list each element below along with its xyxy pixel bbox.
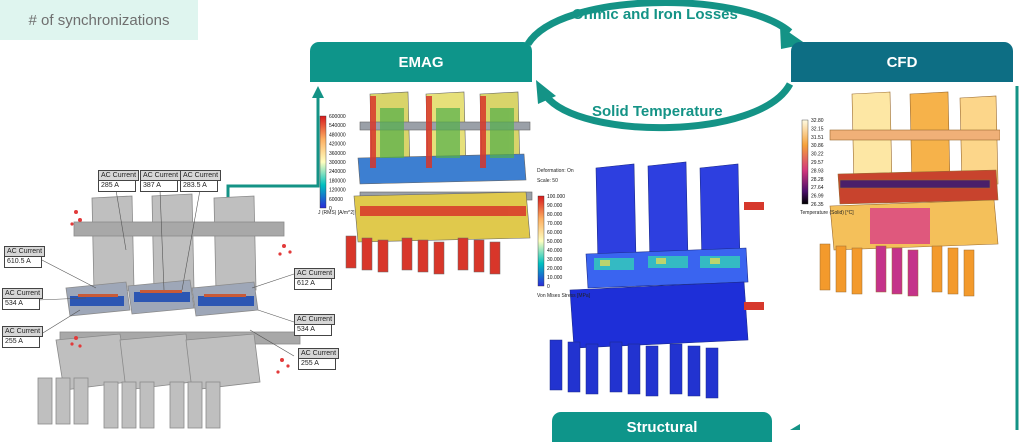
cfd-legend-unit: Temperature (Solid) [°C]: [800, 210, 854, 216]
stress-color-legend: 100.000 90.000 80.000 70.000 60.000 50.000 40.…: [537, 194, 565, 290]
cfd-legend-tick: 32.15: [811, 126, 824, 132]
ac-current-title: AC Current: [2, 288, 44, 299]
solid-temperature-label: Solid Temperature: [592, 103, 723, 120]
ac-current-title: AC Current: [98, 170, 140, 181]
ac-current-value: 612 A: [294, 279, 332, 290]
emag-label: EMAG: [398, 53, 444, 71]
ac-current-title: AC Current: [294, 268, 336, 279]
ac-current-value: 283.5 A: [180, 181, 218, 192]
ac-current-value: 534 A: [2, 299, 40, 310]
cfd-color-legend: 32.80 32.15 31.51 30.86 30.22 29.57 28.93 28.28…: [801, 118, 824, 208]
emag-legend-tick: 600000: [329, 114, 346, 120]
ac-current-title: AC Current: [140, 170, 182, 181]
stress-legend-tick: 50.000: [547, 239, 563, 245]
cfd-stage-box: CFD: [791, 42, 1013, 82]
ac-current-title: AC Current: [180, 170, 222, 181]
backward-loop-arrow: [543, 82, 794, 132]
sync-label: # of synchronizations: [28, 11, 170, 29]
stress-legend-tick: 70.000: [547, 221, 563, 227]
deformation-label: Deformation: On: [537, 168, 574, 174]
stress-legend-tick: 0: [547, 284, 550, 290]
structural-stage-box: Structural: [552, 412, 772, 442]
stress-legend-tick: 40.000: [547, 248, 563, 254]
ac-current-value: 255 A: [298, 359, 336, 370]
backward-arrowhead: [536, 80, 556, 104]
cfd-legend-tick: 26.99: [811, 194, 824, 200]
cfd-legend-tick: 26.35: [811, 202, 824, 208]
cfd-legend-tick: 27.64: [811, 185, 824, 191]
emag-legend-tick: 420000: [329, 142, 346, 148]
emag-legend-tick: 540000: [329, 123, 346, 129]
cfd-legend-tick: 30.86: [811, 143, 824, 149]
to-structural-arrowhead: [790, 424, 800, 430]
cfd-legend-tick: 28.28: [811, 177, 824, 183]
scale-label: Scale: 50: [537, 178, 558, 184]
cfd-legend-tick: 29.57: [811, 160, 824, 166]
ac-current-value: 387 A: [140, 181, 178, 192]
emag-legend-tick: 180000: [329, 178, 346, 184]
emag-color-legend: 6000005400004800004200003600003000002400…: [319, 114, 346, 212]
ac-current-value: 534 A: [294, 325, 332, 336]
cfd-legend-tick: 28.93: [811, 168, 824, 174]
emag-legend-tick: 120000: [329, 188, 346, 194]
ac-current-value: 610.5 A: [4, 257, 42, 268]
emag-legend-tick: 240000: [329, 169, 346, 175]
stress-legend-tick: 90.000: [547, 203, 563, 209]
cfd-legend-tick: 30.22: [811, 152, 824, 158]
emag-legend-tick: 480000: [329, 132, 346, 138]
ac-current-title: AC Current: [294, 314, 336, 325]
emag-legend-tick: 360000: [329, 151, 346, 157]
emag-current-density-render: [345, 91, 533, 275]
stress-legend-tick: 20.000: [547, 266, 563, 272]
ac-current-title: AC Current: [4, 246, 46, 257]
emag-legend-tick: 60000: [329, 197, 343, 203]
ac-current-value: 285 A: [98, 181, 136, 192]
stress-legend-tick: 100.000: [547, 194, 565, 200]
stress-legend-tick: 60.000: [547, 230, 563, 236]
emag-legend-tick: 0: [329, 206, 332, 212]
emag-legend-unit: J (RMS) [A/m^2]: [318, 210, 355, 216]
geometry-model-render: [37, 189, 301, 429]
ac-current-title: AC Current: [2, 326, 44, 337]
ac-current-value: 255 A: [2, 337, 40, 348]
model-to-emag-arrowhead: [312, 86, 324, 98]
stress-legend-unit: Von Mises Stress [MPa]: [537, 293, 591, 299]
cfd-temperature-render: [819, 91, 1000, 297]
structural-label: Structural: [626, 418, 698, 436]
emag-stage-box: EMAG: [310, 42, 532, 82]
synchronizations-box: # of synchronizations: [0, 0, 198, 40]
stress-legend-tick: 80.000: [547, 212, 563, 218]
structural-stress-render: [549, 161, 764, 399]
ohmic-iron-losses-label: Ohmic and Iron Losses: [572, 6, 738, 23]
ac-current-title: AC Current: [298, 348, 340, 359]
cfd-legend-tick: 32.80: [811, 118, 824, 124]
forward-loop-arrow: [525, 0, 793, 47]
cfd-label: CFD: [886, 53, 918, 71]
stress-legend-tick: 30.000: [547, 257, 563, 263]
emag-legend-tick: 300000: [329, 160, 346, 166]
stress-legend-tick: 10.000: [547, 275, 563, 281]
cfd-legend-tick: 31.51: [811, 135, 824, 141]
